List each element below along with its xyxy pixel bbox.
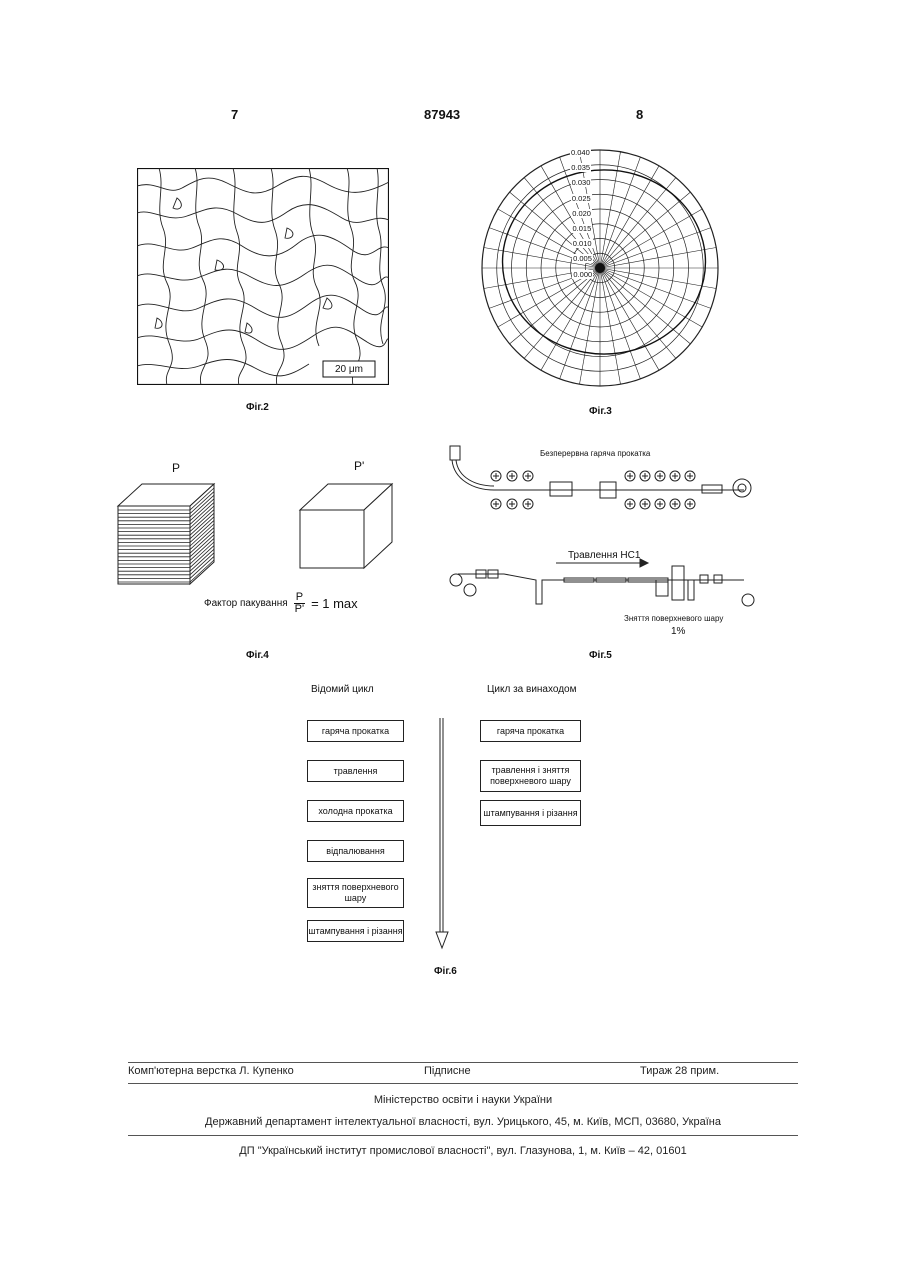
process-line-svg: [444, 440, 764, 640]
fig3-polar-plot: [478, 146, 723, 391]
invention-step-box: гаряча прокатка: [480, 720, 581, 742]
invention-step-box: травлення і зняття поверхневого шару: [480, 760, 581, 792]
footer-circulation: Тираж 28 прим.: [640, 1065, 719, 1077]
formula-suffix: = 1 max: [311, 596, 358, 611]
formula-prefix: Фактор пакування: [204, 598, 288, 609]
fig4-caption: Фіг.4: [246, 650, 269, 661]
known-step-box: зняття поверхневого шару: [307, 878, 404, 908]
known-step-box: травлення: [307, 760, 404, 782]
fraction-denominator: P': [295, 604, 304, 615]
fig5-arrow-label: Травлення HC1: [568, 550, 640, 561]
fig5-diagram: [444, 440, 764, 640]
known-step-box: холодна прокатка: [307, 800, 404, 822]
footer-institute: ДП "Український інститут промислової вла…: [128, 1145, 798, 1157]
fig5-caption: Фіг.5: [589, 650, 612, 661]
fig6-caption: Фіг.6: [434, 966, 457, 977]
radial-label: 0.005: [572, 254, 593, 263]
fig6-invention-title: Цикл за винаходом: [487, 684, 577, 695]
fig2-caption: Фіг.2: [246, 402, 269, 413]
fig2-scale-label: 20 μm: [323, 364, 375, 375]
polar-figure-svg: [478, 146, 723, 391]
fig3-caption: Фіг.3: [589, 406, 612, 417]
fig6-flow-arrow: [434, 718, 450, 950]
packing-formula: Фактор пакування P P' = 1 max: [204, 592, 358, 615]
footer-ministry: Міністерство освіти і науки України: [128, 1094, 798, 1106]
radial-label: 0.040: [570, 148, 591, 157]
fig6-known-title: Відомий цикл: [311, 684, 374, 695]
cube-drawings: [114, 480, 424, 590]
fig4-cubes: [114, 480, 424, 590]
formula-fraction: P P': [294, 592, 305, 615]
fig4-label-left: P: [172, 461, 180, 475]
footer-rule-1: [128, 1062, 798, 1063]
downward-arrow-icon: [434, 718, 450, 950]
invention-step-box: штампування і різання: [480, 800, 581, 826]
radial-label: 0.020: [571, 209, 592, 218]
radial-label: 0.030: [571, 178, 592, 187]
radial-label: 0.025: [571, 194, 592, 203]
page-number-left: 7: [231, 107, 238, 122]
footer-signed: Підписне: [424, 1065, 471, 1077]
patent-number: 87943: [424, 107, 460, 122]
fig5-skin-pass-label: Зняття поверхневого шару: [624, 614, 723, 623]
radial-label: 0.010: [572, 239, 593, 248]
known-step-box: штампування і різання: [307, 920, 404, 942]
page-number-right: 8: [636, 107, 643, 122]
footer-department: Державний департамент інтелектуальної вл…: [128, 1116, 798, 1128]
radial-label: 0.015: [572, 224, 593, 233]
fig4-label-right: P': [354, 459, 364, 473]
grain-structure-image: [137, 168, 389, 385]
fig5-skin-pass-value: 1%: [671, 626, 685, 637]
fig2-micrograph: [137, 168, 389, 385]
footer-rule-3: [128, 1135, 798, 1136]
footer-rule-2: [128, 1083, 798, 1084]
footer-typesetting: Комп'ютерна верстка Л. Купенко: [128, 1065, 294, 1077]
radial-label: 0.000: [572, 270, 593, 279]
radial-label: 0.035: [570, 163, 591, 172]
known-step-box: відпалювання: [307, 840, 404, 862]
known-step-box: гаряча прокатка: [307, 720, 404, 742]
